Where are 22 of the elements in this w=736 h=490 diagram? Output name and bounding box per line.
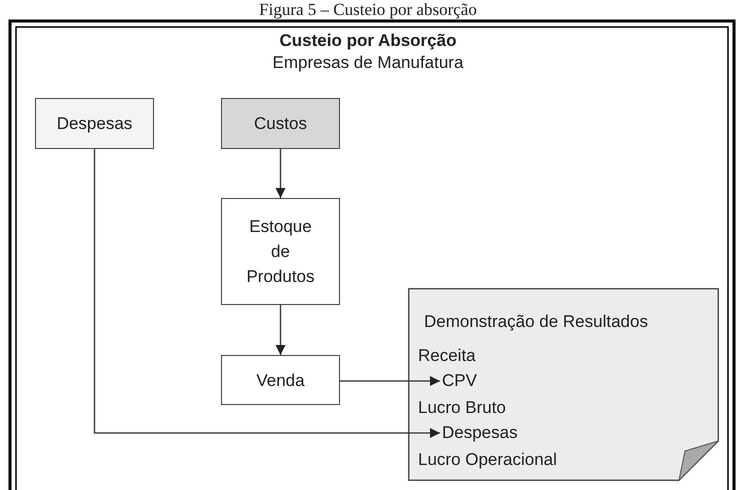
statement-line: Despesas — [442, 423, 518, 443]
statement-line: CPV — [442, 371, 477, 391]
diagram-title: Custeio por Absorção — [278, 31, 458, 51]
box-label: Custos — [254, 113, 307, 135]
document-heading: Demonstração de Resultados — [424, 312, 648, 332]
arrow — [276, 305, 286, 355]
process-box — [35, 98, 154, 149]
box-label: Despesas — [56, 113, 132, 135]
subtitle: Empresas de Manufatura — [272, 53, 464, 73]
process-box — [221, 198, 340, 305]
arrow — [340, 376, 440, 386]
box-label: Estoque de Produtos — [245, 216, 316, 288]
arrow — [94, 149, 440, 438]
figure-caption: Figura 5 – Custeio por absorção — [258, 0, 478, 20]
process-box — [221, 355, 340, 405]
statement-line: Receita — [418, 346, 476, 366]
document-shape — [408, 288, 719, 481]
box-label: Venda — [256, 370, 305, 392]
statement-line: Lucro Bruto — [418, 398, 506, 418]
process-box — [221, 98, 340, 149]
statement-line: Lucro Operacional — [418, 450, 557, 470]
arrow — [276, 149, 286, 198]
